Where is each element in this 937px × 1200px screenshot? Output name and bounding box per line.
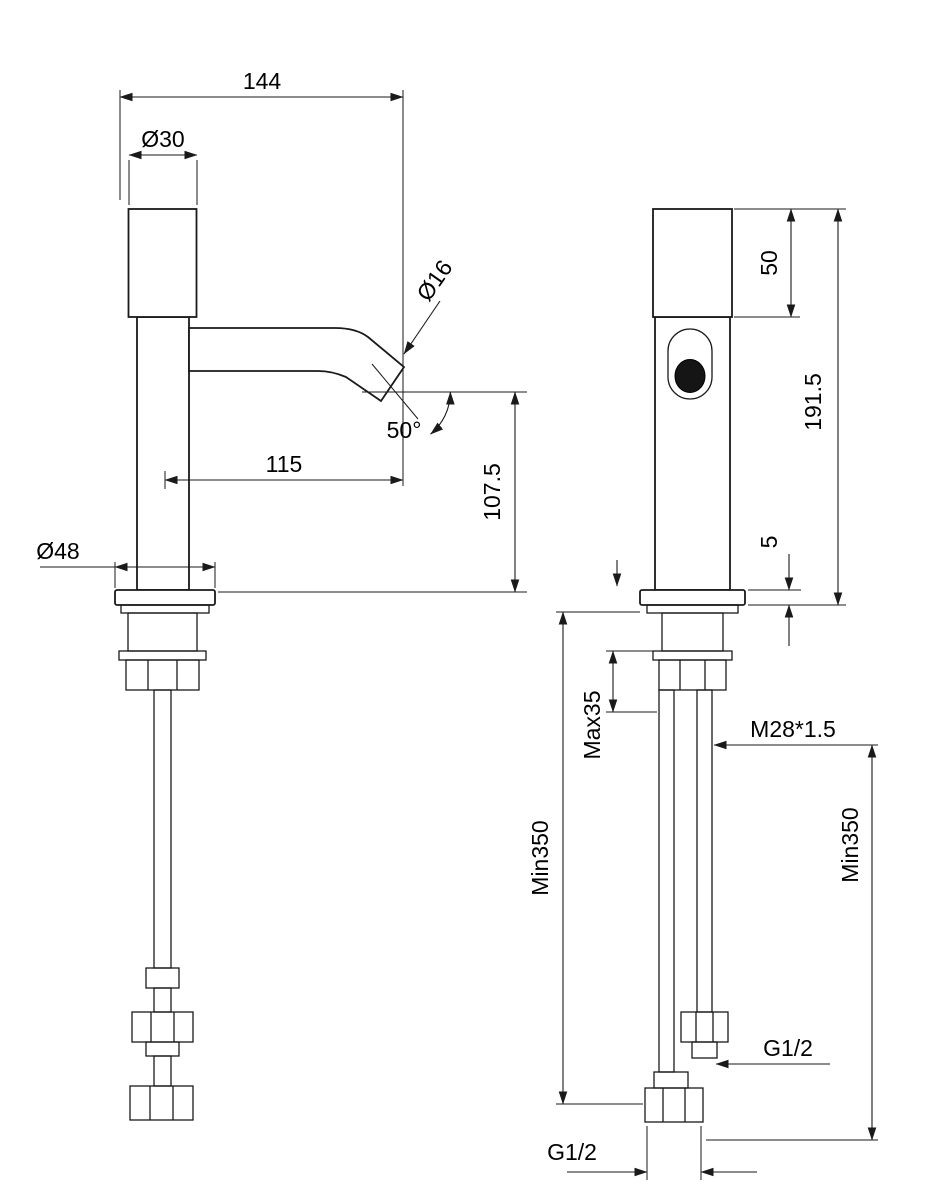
hose-left [658, 689, 675, 1073]
dim-spout-angle-label: 50° [387, 417, 422, 443]
hose-left-collar [653, 1071, 689, 1089]
dim-hose-right-length: Min350 [706, 744, 878, 1141]
dim-spout-angle: 50° [362, 363, 527, 443]
dim-spout-diameter-label: Ø16 [411, 255, 457, 306]
dim-hose-thread-label: G1/2 [763, 1035, 813, 1061]
base-flange-side [114, 589, 216, 606]
threaded-shank-side [127, 612, 198, 652]
dim-shank-thread-label: M28*1.5 [750, 716, 836, 742]
dim-shank-thread: M28*1.5 [713, 716, 878, 750]
dim-overall-depth: 144 [119, 68, 404, 486]
dim-handle-height-label: 50 [756, 250, 782, 276]
locknut-front [658, 659, 727, 691]
dim-base-diameter: Ø48 [36, 538, 216, 588]
dim-inlet-thread-label: G1/2 [547, 1139, 597, 1165]
hex-fitting-bottom-side [129, 1085, 194, 1121]
dim-outlet-height-label: 107.5 [479, 463, 505, 521]
washer-front [652, 650, 733, 661]
dim-base-diameter-label: Ø48 [36, 538, 79, 564]
dim-inlet-thread: G1/2 [547, 1126, 757, 1180]
dim-hose-right-length-label: Min350 [837, 807, 863, 882]
dim-flange-thickness-label: 5 [756, 536, 782, 549]
dim-outlet-height: 107.5 [218, 391, 527, 593]
hose-right-nut [680, 1011, 729, 1043]
dim-spout-diameter: Ø16 [403, 255, 458, 355]
handle-knurl [127, 208, 198, 318]
dim-max-deck-thickness-label: Max35 [579, 690, 605, 759]
spout [188, 327, 406, 403]
faucet-body-front [654, 316, 731, 591]
threaded-shank-front [661, 612, 724, 652]
washer-side [118, 650, 207, 661]
dim-handle-diameter: Ø30 [128, 126, 198, 205]
dim-spout-reach-label: 115 [266, 451, 303, 477]
hose-left-hex-fitting [644, 1087, 704, 1123]
hex-nut-mid-side [131, 1011, 194, 1043]
supply-pipe-upper-side [153, 689, 172, 969]
supply-pipe-mid-side [153, 987, 172, 1013]
dim-spout-reach: 115 [164, 451, 404, 489]
locknut-side [125, 659, 200, 691]
gasket-side [120, 604, 210, 614]
front-view: 50 191.5 5 Max35 M28*1.5 [527, 208, 878, 1180]
dim-hose-left-length: Min350 [527, 611, 643, 1105]
dim-hose-left-length-label: Min350 [527, 820, 553, 895]
locknut-facets-side [147, 660, 178, 690]
spout-outlet-face [667, 328, 713, 400]
dim-handle-diameter-label: Ø30 [141, 126, 184, 152]
gasket-front [646, 604, 739, 614]
hex-nut-mid-facets [150, 1012, 175, 1042]
dim-max-deck-thickness: Max35 [579, 650, 660, 760]
hex-fitting-bottom-facets [149, 1086, 174, 1120]
handle-knurl-front [652, 208, 733, 318]
hose-left-hex-facets [662, 1088, 686, 1122]
locknut-facets-front [679, 660, 706, 690]
aerator [674, 359, 706, 393]
dim-flange-thickness: 5 [748, 536, 801, 646]
pipe-collar-side [145, 1041, 180, 1057]
dim-total-height-label: 191.5 [800, 373, 826, 431]
hose-right-nut-facets [695, 1012, 714, 1042]
pipe-coupler-side [145, 967, 180, 989]
base-flange-front [639, 589, 746, 606]
dim-total-height: 191.5 [748, 208, 846, 606]
dim-overall-depth-label: 144 [243, 68, 282, 94]
dim-hose-thread: G1/2 [715, 1035, 830, 1069]
hose-right-end [691, 1041, 718, 1059]
side-view: 144 Ø30 Ø16 50° 115 [36, 68, 527, 1121]
dim-handle-height: 50 [734, 208, 846, 318]
hose-right [696, 689, 713, 1013]
faucet-body-side [136, 316, 190, 591]
supply-pipe-lower-side [153, 1055, 172, 1087]
